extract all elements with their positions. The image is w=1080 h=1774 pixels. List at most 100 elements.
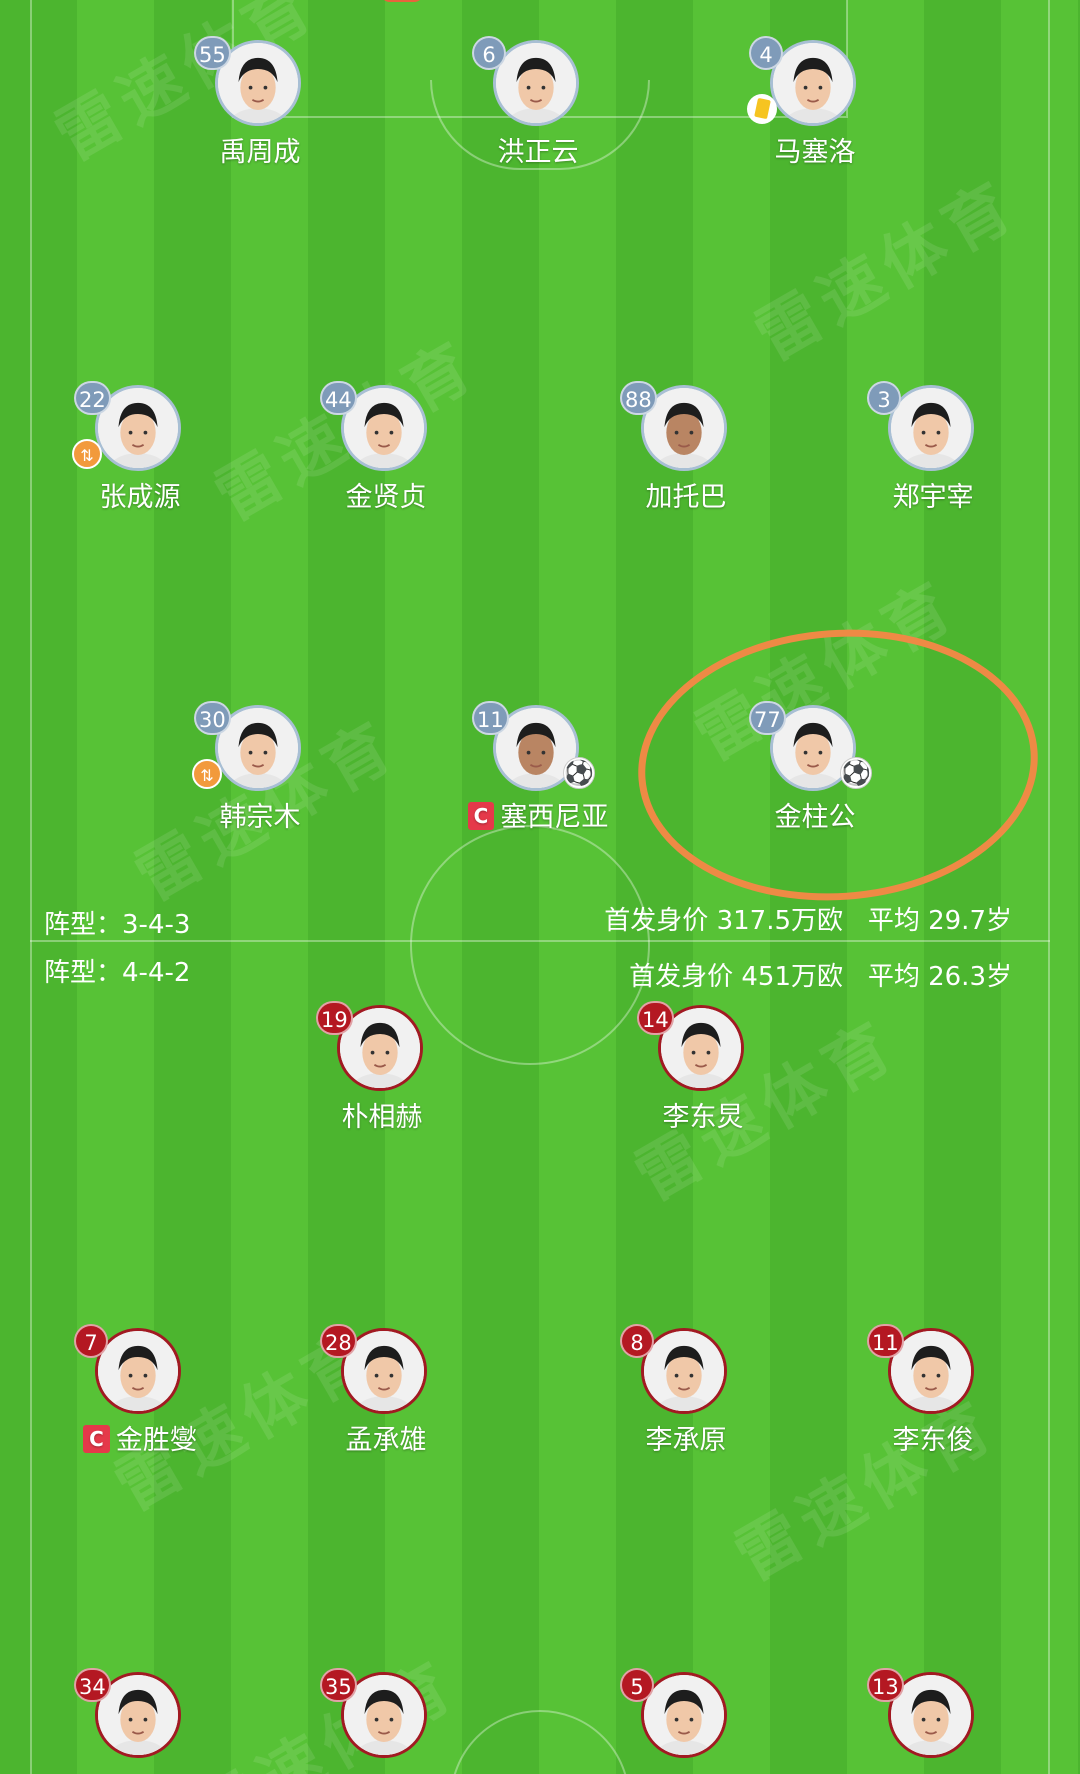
player-home-55[interactable]: 55 禹周成 [160, 36, 360, 190]
jersey-number-badge: 7 [74, 1324, 108, 1358]
player-avatar [341, 1328, 427, 1414]
player-name-text: 孟承雄 [345, 1425, 427, 1456]
player-home-30[interactable]: 30 ⇅ 韩宗木 [160, 701, 360, 855]
substitution-boot-icon: ⇅ [72, 439, 102, 469]
player-name: 孟承雄 [286, 1418, 486, 1457]
player-avatar [493, 40, 579, 126]
player-name-text: 李承原 [645, 1425, 727, 1456]
player-home-88[interactable]: 88 加托巴 [586, 381, 786, 535]
player-name: 金贤贞 [286, 475, 486, 514]
player-away-14[interactable]: 14 李东炅 [603, 1001, 803, 1155]
player-away-5[interactable]: 5 [586, 1668, 786, 1774]
player-name: 郑宇宰 [833, 475, 1033, 514]
goal-ball-icon: ⚽ [563, 757, 595, 789]
player-avatar [888, 385, 974, 471]
player-name-text: 马塞洛 [774, 137, 856, 168]
player-away-34[interactable]: 34 [40, 1668, 240, 1774]
player-home-77[interactable]: 77 ⚽ 金柱公 [715, 701, 915, 855]
player-home-22[interactable]: 22 ⇅ 张成源 [40, 381, 240, 535]
player-avatar [493, 705, 579, 791]
player-name-text: 朴相赫 [341, 1102, 423, 1133]
home-formation: 阵型：3-4-3 [44, 910, 191, 940]
top-indicator [380, 0, 424, 2]
player-name-text: 洪正云 [497, 137, 579, 168]
center-circle [410, 825, 650, 1065]
player-avatar [337, 1005, 423, 1091]
away-stats: 首发身价 451万欧 平均 26.3岁 [629, 962, 1012, 992]
jersey-number-badge: 6 [472, 36, 506, 70]
player-name-text: 郑宇宰 [892, 482, 974, 513]
player-name: 李东俊 [833, 1418, 1033, 1457]
player-away-8[interactable]: 8 李承原 [586, 1324, 786, 1478]
jersey-number-badge: 30 [194, 701, 231, 735]
jersey-number-badge: 34 [74, 1668, 111, 1702]
player-avatar [641, 1328, 727, 1414]
player-avatar [215, 40, 301, 126]
captain-badge-icon: C [83, 1425, 110, 1453]
player-name: 洪正云 [438, 130, 638, 169]
player-name-text: 禹周成 [219, 137, 301, 168]
player-name-text: 加托巴 [645, 482, 727, 513]
player-avatar [215, 705, 301, 791]
player-avatar [770, 40, 856, 126]
substitution-boot-icon: ⇅ [192, 759, 222, 789]
player-name-text: 金胜燮 [115, 1425, 197, 1456]
jersey-number-badge: 35 [320, 1668, 357, 1702]
player-avatar [95, 1328, 181, 1414]
jersey-number-badge: 19 [316, 1001, 353, 1035]
player-home-3[interactable]: 3 郑宇宰 [833, 381, 1033, 535]
player-name: 李承原 [586, 1418, 786, 1457]
jersey-number-badge: 88 [620, 381, 657, 415]
jersey-number-badge: 22 [74, 381, 111, 415]
player-name-text: 金贤贞 [345, 482, 427, 513]
jersey-number-badge: 77 [749, 701, 786, 735]
captain-badge-icon: C [467, 802, 495, 830]
player-away-13[interactable]: 13 [833, 1668, 1033, 1774]
player-name-text: 张成源 [99, 482, 181, 513]
player-name: 马塞洛 [715, 130, 915, 169]
jersey-number-badge: 11 [472, 701, 509, 735]
home-stats: 首发身价 317.5万欧 平均 29.7岁 [604, 906, 1012, 936]
player-home-4[interactable]: 4 马塞洛 [715, 36, 915, 190]
player-away-28[interactable]: 28 孟承雄 [286, 1324, 486, 1478]
player-avatar [341, 385, 427, 471]
player-away-19[interactable]: 19 朴相赫 [282, 1001, 482, 1155]
player-avatar [658, 1005, 744, 1091]
jersey-number-badge: 4 [749, 36, 783, 70]
away-formation: 阵型：4-4-2 [44, 958, 191, 988]
player-avatar [641, 1672, 727, 1758]
jersey-number-badge: 8 [620, 1324, 654, 1358]
player-home-44[interactable]: 44 金贤贞 [286, 381, 486, 535]
player-avatar [641, 385, 727, 471]
player-avatar [95, 1672, 181, 1758]
jersey-number-badge: 28 [320, 1324, 357, 1358]
player-name-text: 李东炅 [662, 1102, 744, 1133]
jersey-number-badge: 55 [194, 36, 231, 70]
player-name-text: 金柱公 [774, 802, 856, 833]
player-name: 朴相赫 [282, 1095, 482, 1134]
player-name: 张成源 [40, 475, 240, 514]
touchline-box [30, 0, 1050, 1774]
jersey-number-badge: 44 [320, 381, 357, 415]
player-name: 金柱公 [715, 795, 915, 834]
player-home-6[interactable]: 6 洪正云 [438, 36, 638, 190]
jersey-number-badge: 3 [867, 381, 901, 415]
goal-ball-icon: ⚽ [840, 757, 872, 789]
jersey-number-badge: 14 [637, 1001, 674, 1035]
player-name: 韩宗木 [160, 795, 360, 834]
player-name-text: 李东俊 [892, 1425, 974, 1456]
player-name: 李东炅 [603, 1095, 803, 1134]
jersey-number-badge: 5 [620, 1668, 654, 1702]
jersey-number-badge: 13 [867, 1668, 904, 1702]
player-name-text: 韩宗木 [219, 802, 301, 833]
yellow-card-icon [747, 94, 777, 124]
player-name: 禹周成 [160, 130, 360, 169]
player-name-text: 塞西尼亚 [500, 802, 609, 833]
player-away-35[interactable]: 35 [286, 1668, 486, 1774]
